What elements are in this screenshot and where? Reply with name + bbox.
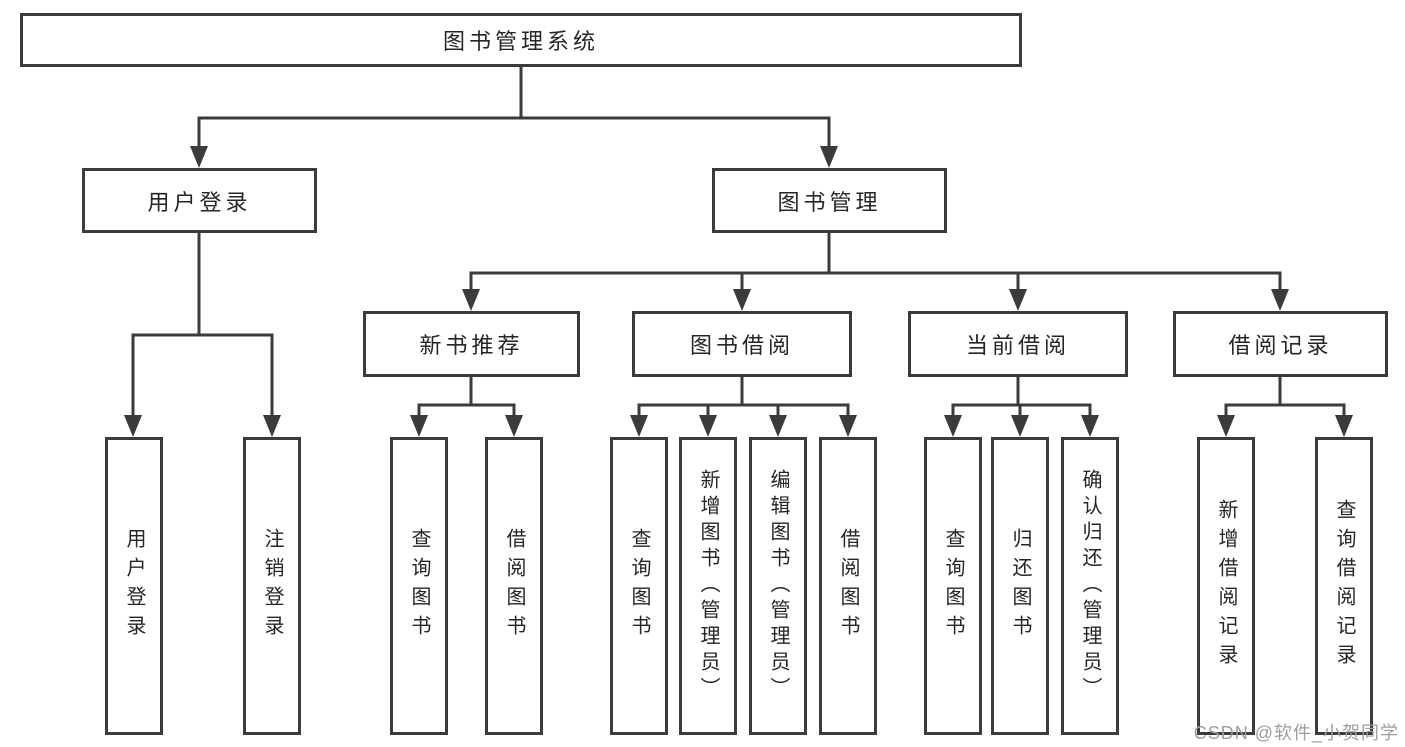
node-label: 借阅图书 xyxy=(837,528,859,644)
node-label: 注销登录 xyxy=(261,528,283,644)
node-label: 新增图书（管理员） xyxy=(697,469,719,703)
node-new-book-recommendation: 新书推荐 xyxy=(363,311,580,377)
node-label: 查询图书 xyxy=(408,528,430,644)
node-label: 用户登录 xyxy=(147,189,252,215)
node-bb-query-books: 查询图书 xyxy=(610,437,668,735)
connector-book-borrowing-to-children xyxy=(630,375,857,437)
connector-borrowing-records-to-children xyxy=(1217,375,1353,437)
node-label: 借阅图书 xyxy=(503,528,525,644)
node-logout: 注销登录 xyxy=(243,437,301,735)
node-user-login: 用户登录 xyxy=(82,168,317,233)
node-cb-query-books: 查询图书 xyxy=(924,437,982,735)
node-current-borrowing: 当前借阅 xyxy=(908,311,1128,377)
node-rec-query-books: 查询图书 xyxy=(390,437,448,735)
connector-book-management-to-level3 xyxy=(462,231,1289,311)
connector-new-book-recommendation-to-children xyxy=(410,375,523,437)
node-label: 图书借阅 xyxy=(689,333,794,358)
node-label: 归还图书 xyxy=(1009,528,1031,644)
node-book-management: 图书管理 xyxy=(712,168,947,233)
node-label: 确认归还（管理员） xyxy=(1079,469,1101,703)
node-book-borrowing: 图书借阅 xyxy=(632,311,852,377)
node-bb-add-books-admin: 新增图书（管理员） xyxy=(679,437,737,735)
node-label: 查询图书 xyxy=(628,528,650,644)
node-borrowing-records: 借阅记录 xyxy=(1173,311,1388,377)
node-cb-confirm-return-admin: 确认归还（管理员） xyxy=(1061,437,1119,735)
node-label: 当前借阅 xyxy=(965,333,1070,358)
node-rec-borrow-books: 借阅图书 xyxy=(485,437,543,735)
node-label: 借阅记录 xyxy=(1228,333,1333,358)
node-label: 编辑图书（管理员） xyxy=(767,469,789,703)
node-label: 图书管理系统 xyxy=(442,29,599,54)
node-label: 查询图书 xyxy=(942,528,964,644)
node-user-login-action: 用户登录 xyxy=(105,437,163,735)
node-bb-edit-books-admin: 编辑图书（管理员） xyxy=(749,437,807,735)
node-label: 用户登录 xyxy=(123,528,145,644)
node-cb-return-books: 归还图书 xyxy=(991,437,1049,735)
node-label: 新增借阅记录 xyxy=(1215,499,1237,673)
connector-root-to-level2 xyxy=(190,66,838,168)
node-label: 图书管理 xyxy=(777,189,882,215)
connector-user-login-to-children xyxy=(124,231,281,437)
node-label: 新书推荐 xyxy=(419,333,524,358)
connector-current-borrowing-to-children xyxy=(944,375,1099,437)
node-br-query-record: 查询借阅记录 xyxy=(1315,437,1373,735)
node-bb-borrow-books: 借阅图书 xyxy=(819,437,877,735)
node-br-add-record: 新增借阅记录 xyxy=(1197,437,1255,735)
watermark: CSDN @软件_小贺同学 xyxy=(1193,723,1399,743)
node-label: 查询借阅记录 xyxy=(1333,499,1355,673)
node-library-system: 图书管理系统 xyxy=(20,13,1022,67)
